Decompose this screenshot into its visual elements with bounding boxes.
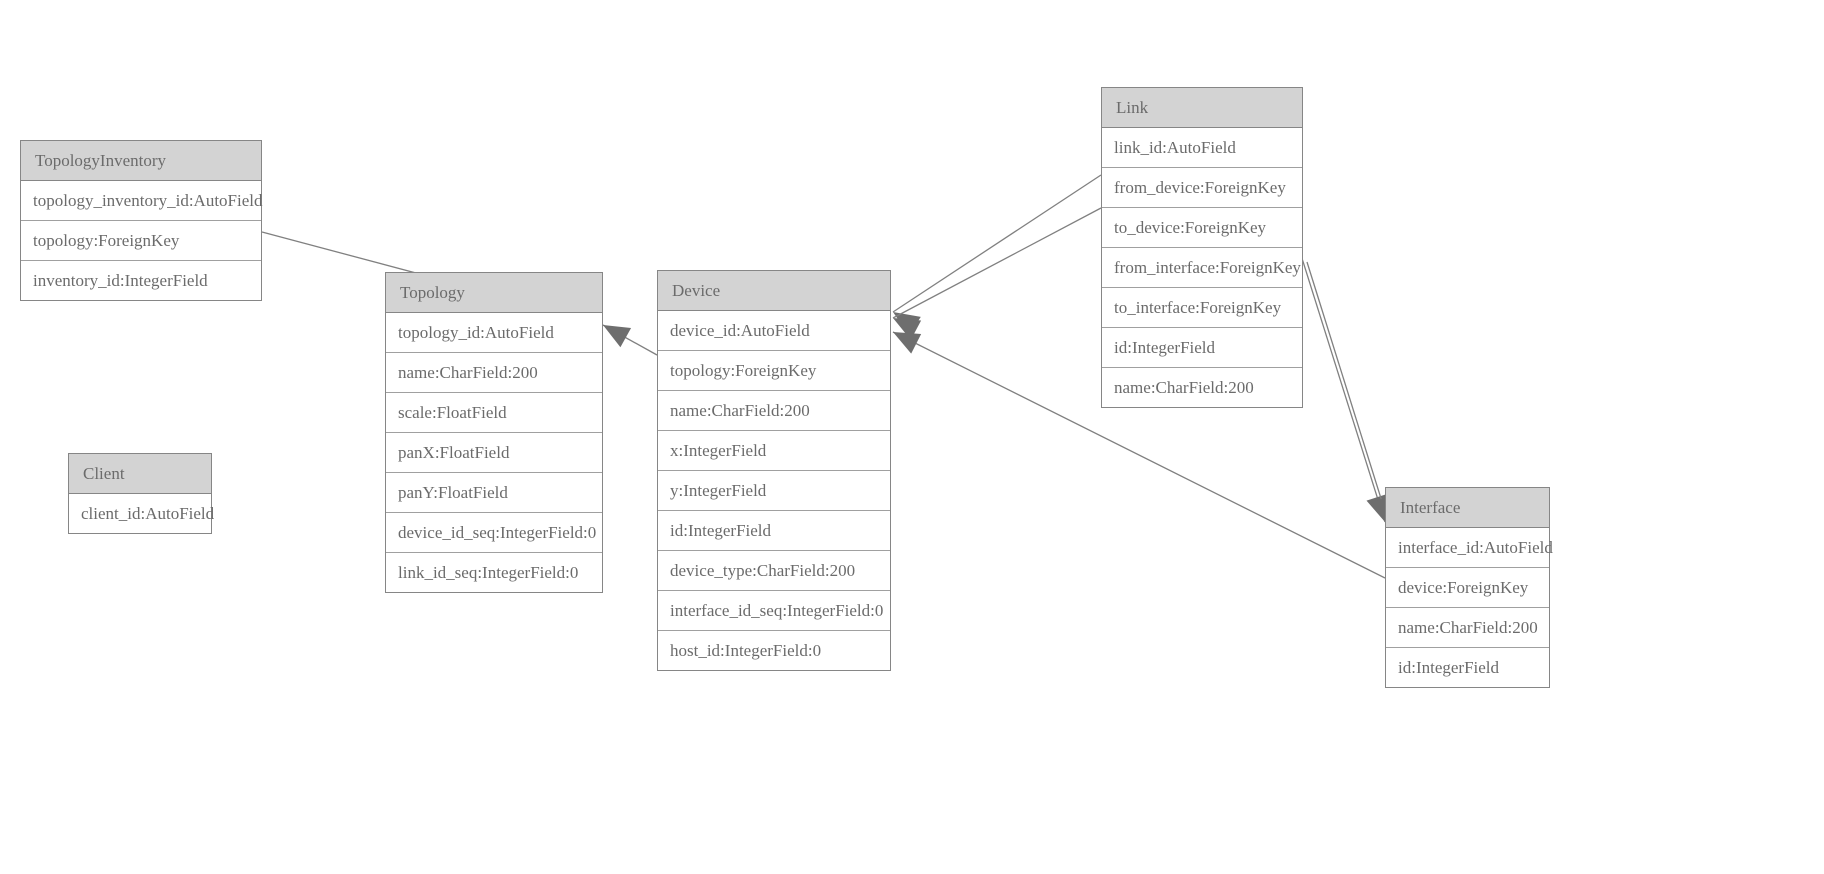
entity-field: topology:ForeignKey: [658, 351, 890, 391]
entity-title-link: Link: [1102, 88, 1302, 128]
relationship-link-from-interface-to-interface: [1299, 251, 1388, 523]
entity-field: from_interface:ForeignKey: [1102, 248, 1302, 288]
entity-field: y:IntegerField: [658, 471, 890, 511]
entity-field: id:IntegerField: [658, 511, 890, 551]
entity-field: from_device:ForeignKey: [1102, 168, 1302, 208]
relationship-arrowhead: [893, 312, 921, 336]
entity-field: topology_id:AutoField: [386, 313, 602, 353]
entity-field: to_device:ForeignKey: [1102, 208, 1302, 248]
entity-field: device:ForeignKey: [1386, 568, 1549, 608]
entity-field: id:IntegerField: [1102, 328, 1302, 368]
entity-field: link_id:AutoField: [1102, 128, 1302, 168]
entity-field: scale:FloatField: [386, 393, 602, 433]
entity-field: device_id_seq:IntegerField:0: [386, 513, 602, 553]
entity-field: panX:FloatField: [386, 433, 602, 473]
entity-title-interface: Interface: [1386, 488, 1549, 528]
entity-field: name:CharField:200: [658, 391, 890, 431]
relationship-line: [602, 324, 658, 356]
entity-title-client: Client: [69, 454, 211, 494]
entity-field: device_id:AutoField: [658, 311, 890, 351]
entity-field: id:IntegerField: [1386, 648, 1549, 687]
relationship-device-to-topology: [602, 324, 658, 356]
entity-field: name:CharField:200: [386, 353, 602, 393]
entity-field: x:IntegerField: [658, 431, 890, 471]
relationship-link-from-device-to-device: [892, 174, 1102, 336]
entity-field: inventory_id:IntegerField: [21, 261, 261, 300]
entity-title-topology-inventory: TopologyInventory: [21, 141, 261, 181]
relationship-line: [892, 207, 1102, 319]
entity-field: panY:FloatField: [386, 473, 602, 513]
entity-field: client_id:AutoField: [69, 494, 214, 533]
entity-title-device: Device: [658, 271, 890, 311]
entity-field: link_id_seq:IntegerField:0: [386, 553, 602, 592]
relationship-line: [892, 174, 1102, 313]
entity-field: interface_id:AutoField: [1386, 528, 1553, 568]
entity-field: interface_id_seq:IntegerField:0: [658, 591, 890, 631]
entity-field: name:CharField:200: [1102, 368, 1302, 407]
entity-field: host_id:IntegerField:0: [658, 631, 890, 670]
entity-title-topology: Topology: [386, 273, 602, 313]
relationship-link-to-device-to-device: [892, 207, 1102, 340]
relationship-line: [1299, 251, 1386, 523]
entity-field: device_type:CharField:200: [658, 551, 890, 591]
entity-field: name:CharField:200: [1386, 608, 1549, 648]
entity-field: topology_inventory_id:AutoField: [21, 181, 263, 221]
relationship-line: [1306, 261, 1390, 525]
entity-field: to_interface:ForeignKey: [1102, 288, 1302, 328]
relationship-arrowhead: [893, 332, 922, 354]
entity-field: topology:ForeignKey: [21, 221, 261, 261]
relationship-arrowhead: [893, 318, 922, 340]
